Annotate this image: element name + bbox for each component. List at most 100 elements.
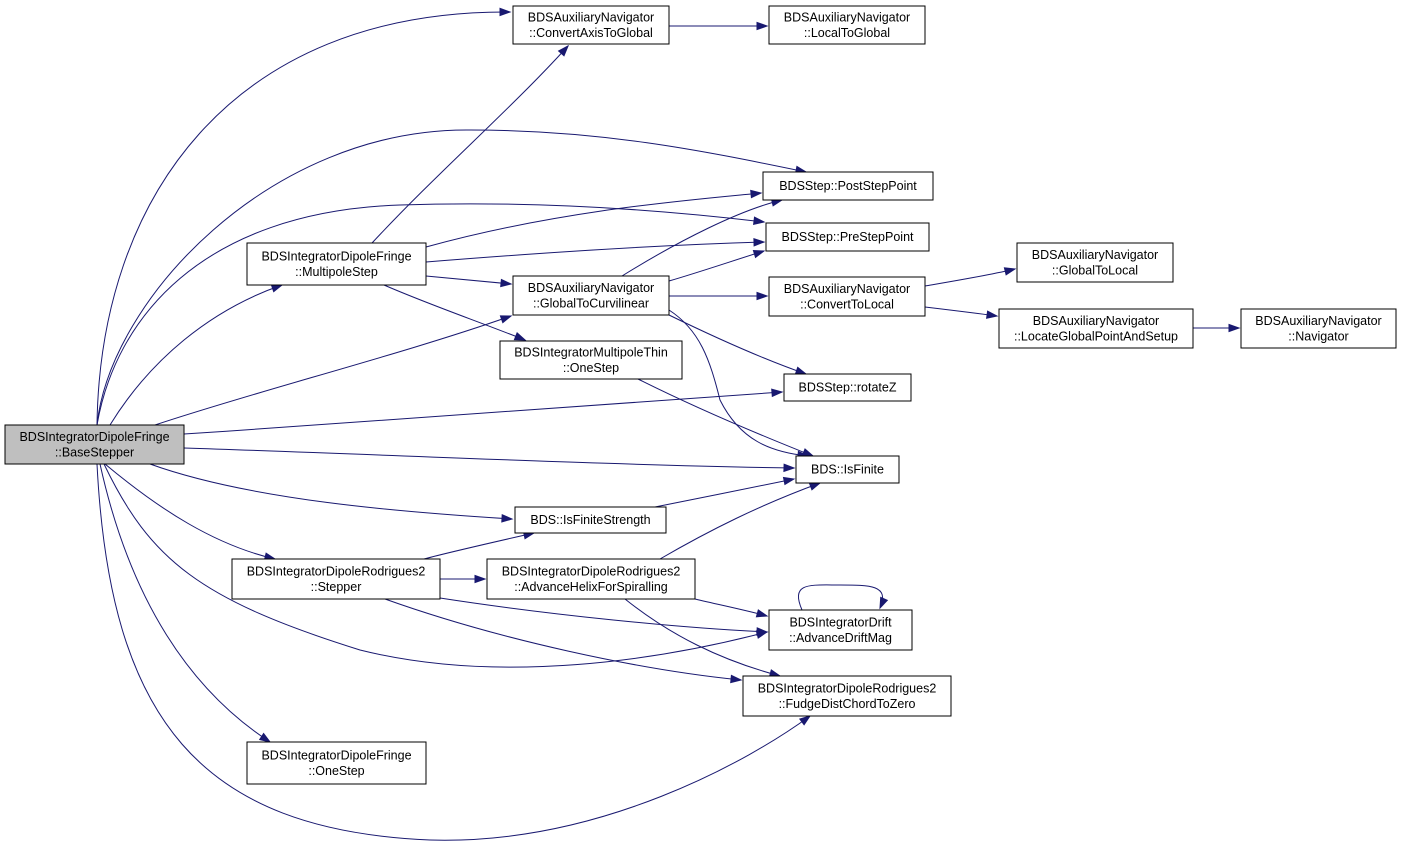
node-box	[512, 275, 670, 316]
node-class-label: BDSStep::PostStepPoint	[779, 179, 917, 193]
node-class-label: BDSIntegratorDipoleFringe	[261, 249, 411, 263]
node-box	[231, 558, 441, 600]
node-class-label: BDSIntegratorDipoleFringe	[261, 748, 411, 762]
node-box	[768, 5, 926, 45]
node-method-label: ::ConvertToLocal	[800, 297, 894, 311]
call-edge-multipole-step-to-convert-axis-to-global	[371, 44, 569, 244]
node-class-label: BDSAuxiliaryNavigator	[1033, 314, 1159, 328]
call-edge-global-to-curvilinear-to-convert-to-local	[669, 291, 769, 301]
call-edge-rodrigues2-stepper-to-is-finite-strength	[423, 531, 536, 560]
node-class-label: BDSAuxiliaryNavigator	[1032, 248, 1158, 262]
node-box	[246, 741, 427, 785]
node-multipole-step[interactable]: BDSIntegratorDipoleFringe::MultipoleStep	[246, 242, 427, 286]
call-edge-rodrigues2-stepper-to-fudge-dist-chord	[384, 598, 743, 684]
node-method-label: ::AdvanceHelixForSpiralling	[514, 580, 668, 594]
call-edge-advance-helix-to-advance-drift-mag	[694, 598, 769, 618]
node-base-stepper[interactable]: BDSIntegratorDipoleFringe::BaseStepper	[4, 424, 185, 465]
node-class-label: BDSAuxiliaryNavigator	[1255, 314, 1381, 328]
call-edge-advance-helix-to-is-finite	[659, 482, 822, 560]
call-edge-convert-to-local-to-global-to-local	[924, 267, 1017, 287]
node-method-label: ::ConvertAxisToGlobal	[529, 26, 653, 40]
node-class-label: BDSIntegratorMultipoleThin	[514, 345, 668, 359]
node-class-label: BDS::IsFinite	[811, 463, 884, 477]
call-edge-base-stepper-to-is-finite-strength	[149, 463, 514, 523]
call-edge-base-stepper-to-is-finite	[183, 447, 796, 473]
node-global-to-curvilinear[interactable]: BDSAuxiliaryNavigator::GlobalToCurviline…	[512, 275, 670, 316]
node-method-label: ::Stepper	[311, 580, 362, 594]
call-edge-multipole-step-to-pre-step-point	[425, 238, 766, 263]
node-box	[499, 340, 683, 380]
node-box	[762, 171, 934, 201]
call-edge-base-stepper-to-global-to-curvilinear	[154, 315, 513, 426]
call-edge-multipole-thin-onestep-to-is-finite	[637, 378, 815, 457]
node-navigator[interactable]: BDSAuxiliaryNavigator::Navigator	[1240, 308, 1397, 349]
call-edge-multipole-step-to-multipole-thin-onestep	[383, 284, 527, 341]
node-box	[512, 5, 670, 45]
node-fringe-onestep[interactable]: BDSIntegratorDipoleFringe::OneStep	[246, 741, 427, 785]
node-method-label: ::GlobalToCurvilinear	[533, 296, 649, 310]
node-box	[795, 455, 900, 484]
node-is-finite-strength[interactable]: BDS::IsFiniteStrength	[514, 506, 667, 534]
node-method-label: ::LocateGlobalPointAndSetup	[1014, 329, 1178, 343]
call-edge-locate-global-point-to-navigator	[1193, 323, 1241, 333]
node-is-finite[interactable]: BDS::IsFinite	[795, 455, 900, 484]
node-class-label: BDSAuxiliaryNavigator	[528, 10, 654, 24]
node-rodrigues2-stepper[interactable]: BDSIntegratorDipoleRodrigues2::Stepper	[231, 558, 441, 600]
node-method-label: ::OneStep	[563, 361, 619, 375]
node-multipole-thin-onestep[interactable]: BDSIntegratorMultipoleThin::OneStep	[499, 340, 683, 380]
call-edge-advance-helix-to-fudge-dist-chord	[624, 598, 782, 678]
node-class-label: BDSAuxiliaryNavigator	[784, 10, 910, 24]
call-edge-multipole-step-to-post-step-point	[425, 189, 763, 248]
call-edge-is-finite-strength-to-is-finite	[654, 476, 796, 508]
node-class-label: BDSIntegratorDipoleRodrigues2	[502, 564, 681, 578]
node-box	[246, 242, 427, 286]
node-method-label: ::Navigator	[1288, 329, 1348, 343]
call-edge-convert-to-local-to-locate-global-point	[924, 306, 999, 319]
node-box	[1240, 308, 1397, 349]
call-edge-base-stepper-to-convert-axis-to-global	[96, 7, 512, 426]
call-edge-base-stepper-to-rotate-z	[183, 388, 784, 435]
node-advance-helix[interactable]: BDSIntegratorDipoleRodrigues2::AdvanceHe…	[486, 558, 696, 600]
node-box	[486, 558, 696, 600]
call-edge-rodrigues2-stepper-to-advance-drift-mag	[439, 597, 769, 636]
node-method-label: ::FudgeDistChordToZero	[779, 697, 916, 711]
call-edge-base-stepper-to-pre-step-point	[96, 203, 766, 426]
node-class-label: BDSIntegratorDipoleRodrigues2	[758, 681, 937, 695]
node-method-label: ::BaseStepper	[55, 445, 134, 459]
call-edges	[96, 7, 1241, 841]
node-box	[768, 276, 926, 317]
node-class-label: BDSAuxiliaryNavigator	[784, 282, 910, 296]
call-edge-global-to-curvilinear-to-pre-step-point	[668, 249, 766, 282]
node-rotate-z[interactable]: BDSStep::rotateZ	[783, 373, 912, 402]
node-method-label: ::AdvanceDriftMag	[789, 631, 892, 645]
node-locate-global-point[interactable]: BDSAuxiliaryNavigator::LocateGlobalPoint…	[998, 308, 1194, 349]
call-edge-global-to-curvilinear-to-rotate-z	[668, 314, 808, 375]
node-class-label: BDSAuxiliaryNavigator	[528, 281, 654, 295]
call-edge-base-stepper-to-post-step-point	[96, 129, 808, 426]
call-edge-base-stepper-to-fringe-onestep	[99, 463, 272, 743]
node-class-label: BDSIntegratorDrift	[789, 615, 892, 629]
node-convert-to-local[interactable]: BDSAuxiliaryNavigator::ConvertToLocal	[768, 276, 926, 317]
node-class-label: BDSIntegratorDipoleRodrigues2	[247, 564, 426, 578]
node-post-step-point[interactable]: BDSStep::PostStepPoint	[762, 171, 934, 201]
node-box	[768, 609, 913, 651]
node-method-label: ::GlobalToLocal	[1052, 263, 1138, 277]
node-pre-step-point[interactable]: BDSStep::PreStepPoint	[765, 222, 930, 252]
node-local-to-global[interactable]: BDSAuxiliaryNavigator::LocalToGlobal	[768, 5, 926, 45]
node-box	[998, 308, 1194, 349]
node-class-label: BDSStep::PreStepPoint	[781, 230, 914, 244]
node-method-label: ::OneStep	[308, 764, 364, 778]
node-class-label: BDSStep::rotateZ	[799, 381, 897, 395]
node-box	[765, 222, 930, 252]
node-box	[742, 675, 952, 717]
node-fudge-dist-chord[interactable]: BDSIntegratorDipoleRodrigues2::FudgeDist…	[742, 675, 952, 717]
node-global-to-local[interactable]: BDSAuxiliaryNavigator::GlobalToLocal	[1016, 242, 1174, 283]
call-edge-advance-drift-mag-to-advance-drift-mag	[798, 584, 889, 611]
node-box	[514, 506, 667, 534]
call-nodes: BDSIntegratorDipoleFringe::BaseStepperBD…	[4, 5, 1397, 785]
node-advance-drift-mag[interactable]: BDSIntegratorDrift::AdvanceDriftMag	[768, 609, 913, 651]
call-edge-base-stepper-to-fudge-dist-chord	[96, 463, 812, 841]
call-edge-multipole-step-to-global-to-curvilinear	[425, 275, 513, 288]
call-edge-convert-axis-to-global-to-local-to-global	[669, 21, 769, 31]
node-convert-axis-to-global[interactable]: BDSAuxiliaryNavigator::ConvertAxisToGlob…	[512, 5, 670, 45]
